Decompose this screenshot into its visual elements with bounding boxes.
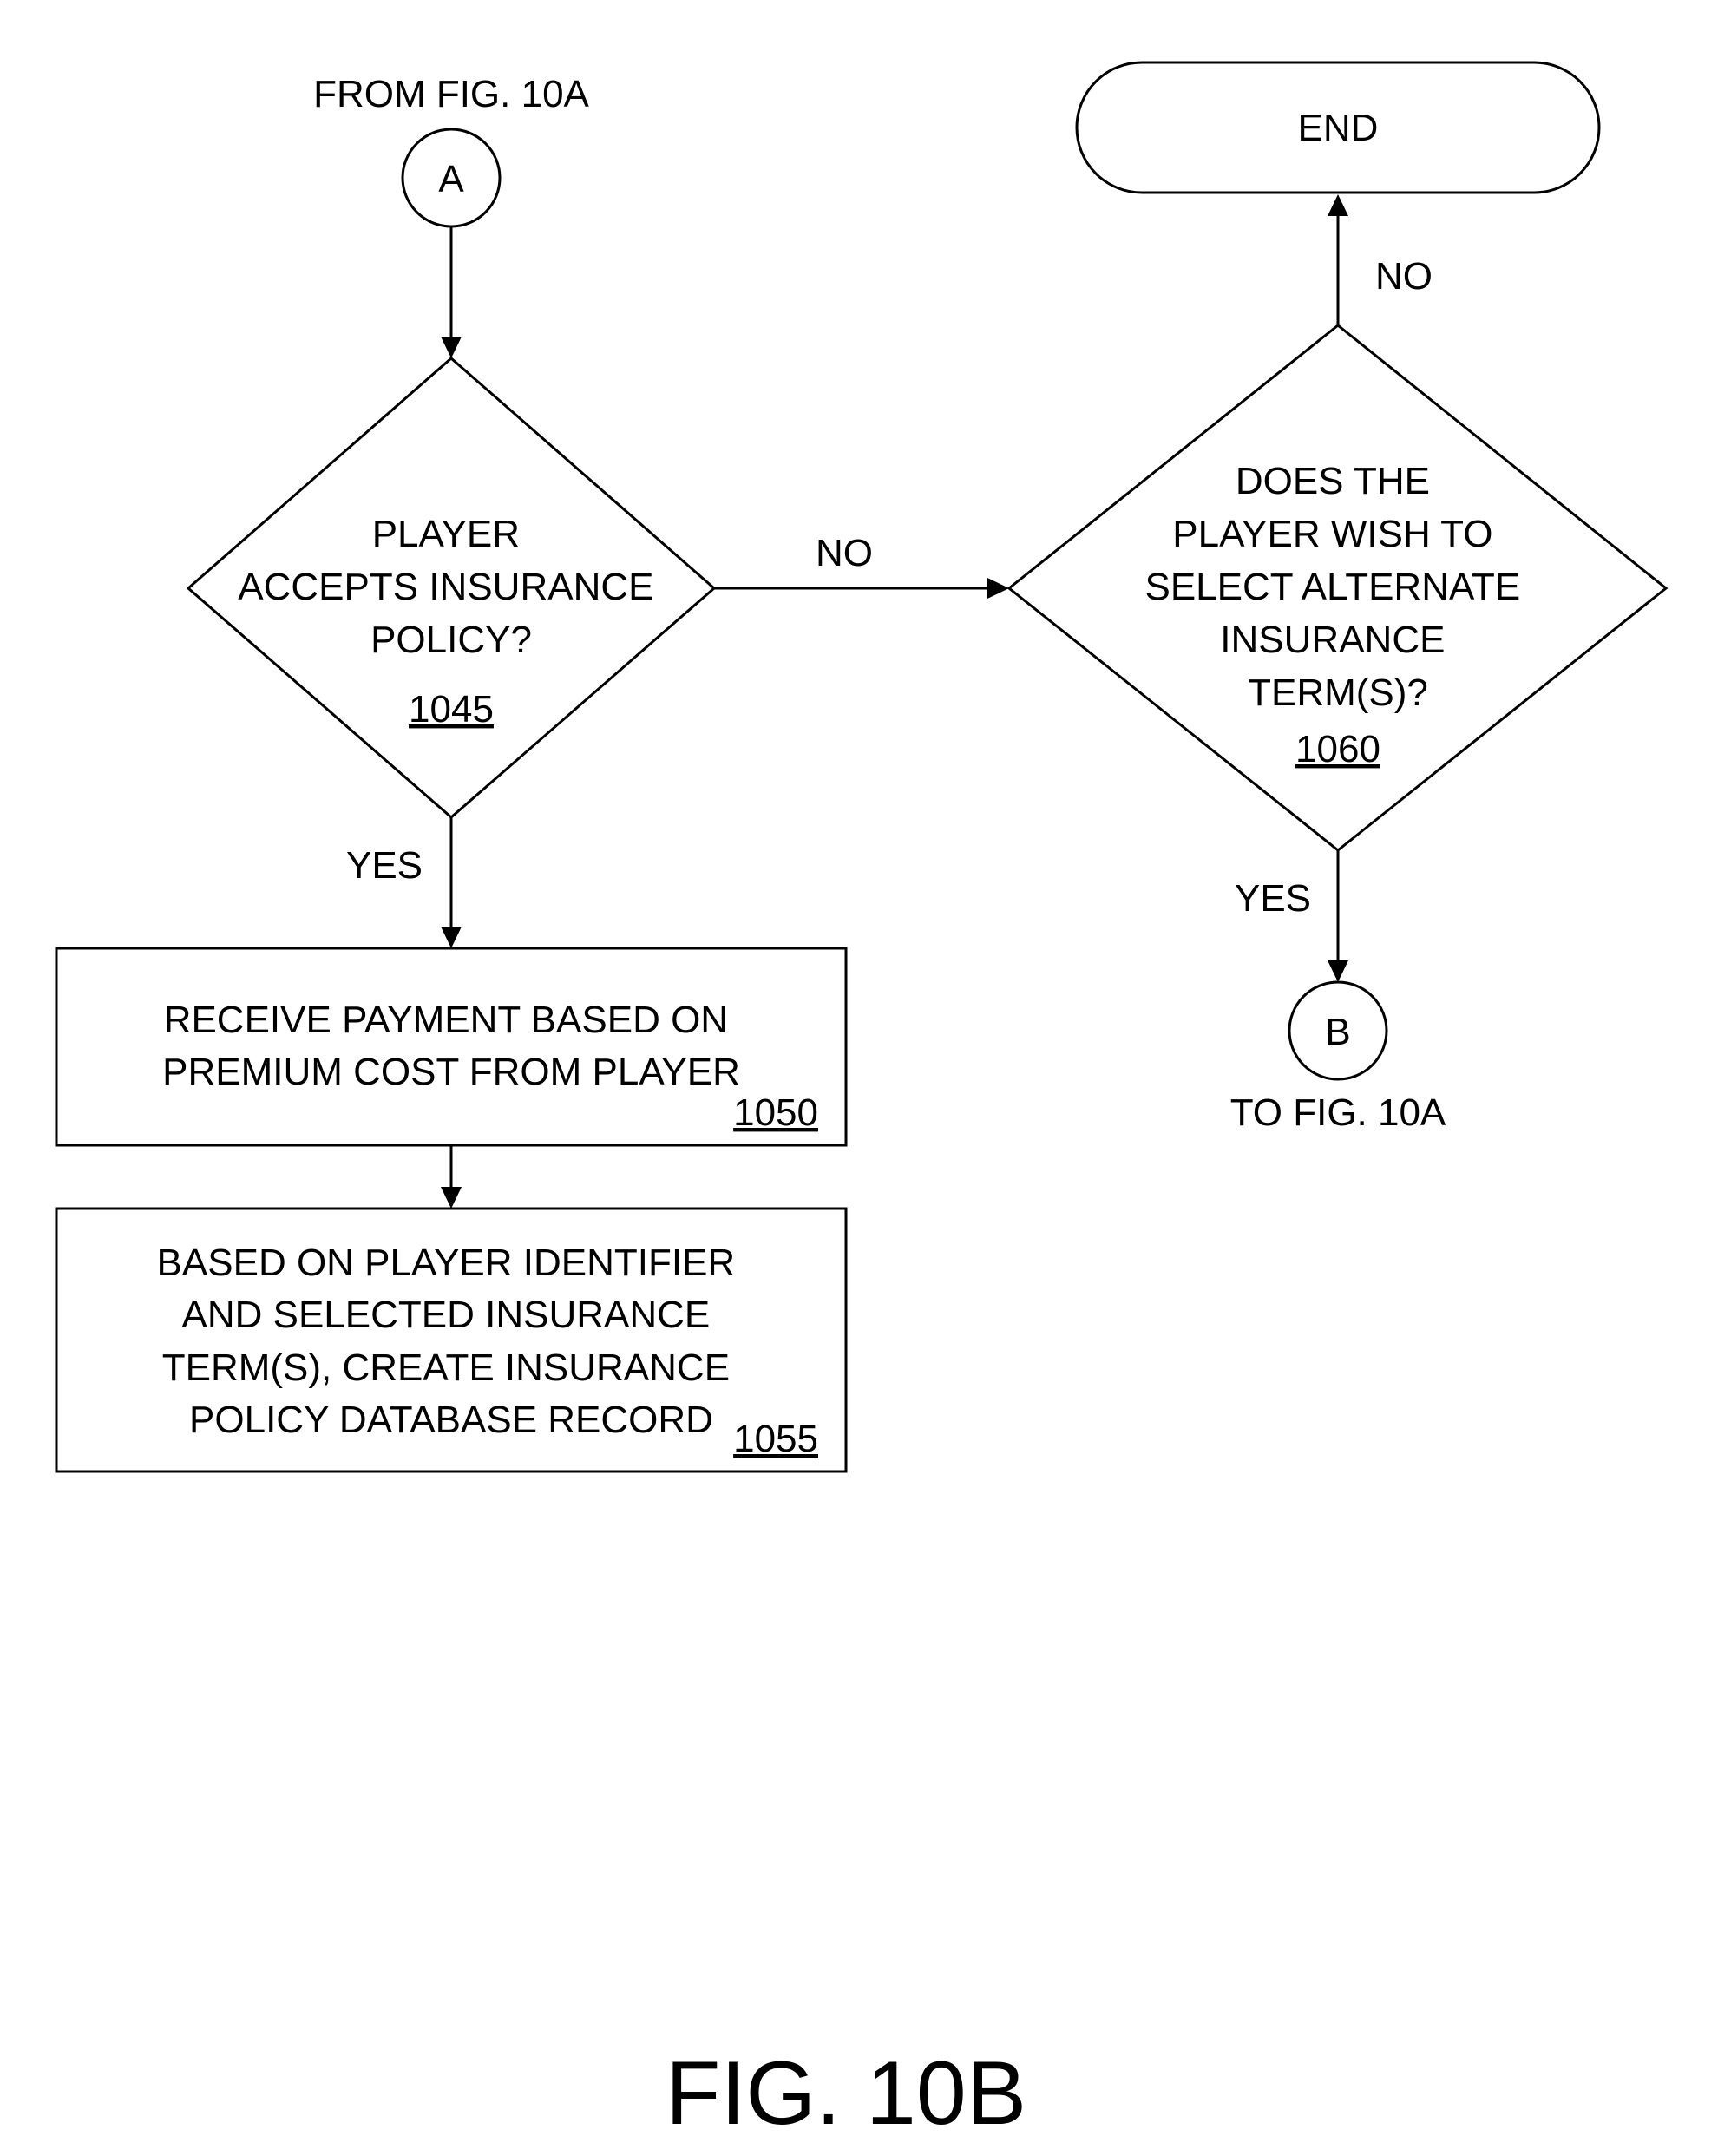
decision-1060-ref: 1060 bbox=[1295, 728, 1380, 770]
connector-b-letter: B bbox=[1325, 1011, 1350, 1053]
process-1055-line-3: TERM(S), CREATE INSURANCE bbox=[162, 1347, 730, 1389]
decision-1045-ref: 1045 bbox=[409, 688, 494, 731]
decision-1060-line-2: PLAYER WISH TO bbox=[1172, 513, 1492, 555]
decision-1060-line-5: TERM(S)? bbox=[1248, 672, 1428, 714]
arrowhead-1045-yes-to-1050 bbox=[441, 927, 462, 948]
decision-1045-yes-label: YES bbox=[346, 844, 423, 887]
decision-1045-line-1: PLAYER bbox=[372, 513, 520, 555]
decision-1045-line-3: POLICY? bbox=[370, 619, 532, 661]
process-1050-ref: 1050 bbox=[733, 1091, 818, 1134]
process-1050-line-2: PREMIUM COST FROM PLAYER bbox=[162, 1051, 740, 1093]
process-1055-line-2: AND SELECTED INSURANCE bbox=[181, 1294, 710, 1336]
decision-1045-line-2: ACCEPTS INSURANCE bbox=[238, 566, 653, 608]
end-label: END bbox=[1298, 107, 1379, 149]
arrowhead-1045-no-to-1060 bbox=[987, 578, 1009, 599]
decision-1060-no-label: NO bbox=[1375, 255, 1433, 298]
decision-1060-line-1: DOES THE bbox=[1236, 460, 1430, 502]
connector-a-letter: A bbox=[438, 158, 464, 200]
arrowhead-1050-to-1055 bbox=[441, 1187, 462, 1209]
process-1055-line-1: BASED ON PLAYER IDENTIFIER bbox=[157, 1242, 736, 1284]
process-1050-line-1: RECEIVE PAYMENT BASED ON bbox=[164, 999, 728, 1041]
to-connector-caption: TO FIG. 10A bbox=[1230, 1091, 1446, 1134]
from-connector-caption: FROM FIG. 10A bbox=[313, 73, 589, 115]
process-1050-box bbox=[56, 948, 846, 1145]
decision-1045-no-label: NO bbox=[816, 532, 873, 574]
arrowhead-1060-no-to-end bbox=[1328, 194, 1348, 216]
decision-1060-line-3: SELECT ALTERNATE bbox=[1144, 566, 1520, 608]
decision-1060-line-4: INSURANCE bbox=[1220, 619, 1445, 661]
arrowhead-1060-yes-to-b bbox=[1328, 960, 1348, 982]
figure-label: FIG. 10B bbox=[666, 2043, 1026, 2144]
process-1055-ref: 1055 bbox=[733, 1418, 818, 1460]
arrowhead-a-to-1045 bbox=[441, 337, 462, 358]
process-1055-line-4: POLICY DATABASE RECORD bbox=[189, 1399, 713, 1441]
decision-1060-yes-label: YES bbox=[1235, 877, 1311, 920]
